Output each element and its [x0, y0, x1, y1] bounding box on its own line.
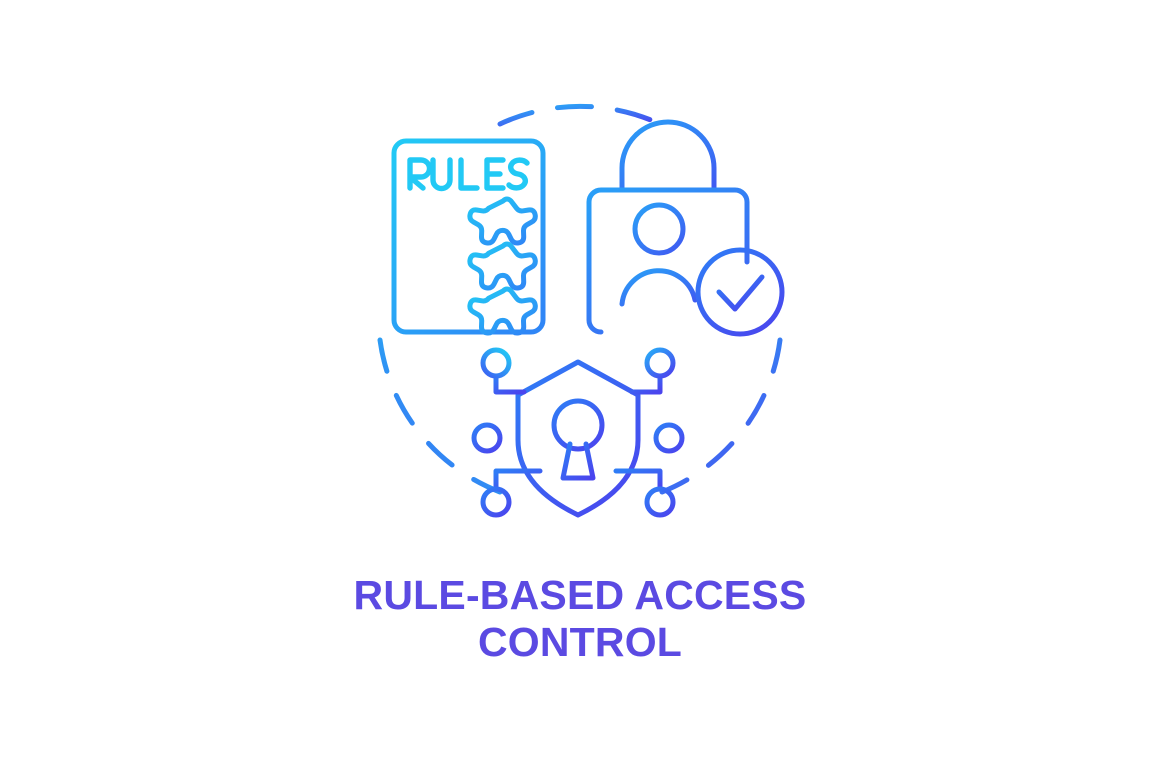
star-2	[467, 241, 538, 291]
node-bottom-left	[480, 486, 512, 518]
user-body-icon	[619, 268, 698, 307]
node-top-right	[644, 347, 676, 379]
shield-outline	[515, 359, 641, 518]
padlock-user	[586, 119, 785, 337]
node-mid-left	[471, 422, 503, 454]
connector-top-right	[629, 373, 663, 395]
illustration-stage	[377, 103, 785, 518]
document-panel	[391, 138, 546, 335]
star-3	[467, 286, 538, 336]
node-bottom-right	[644, 486, 676, 518]
connector-top-left	[493, 373, 527, 395]
rules-document	[391, 138, 546, 336]
connector-bot-left	[493, 468, 543, 492]
check-mark-icon	[716, 274, 765, 312]
keyhole-stem	[560, 441, 596, 481]
user-head-icon	[632, 202, 686, 256]
network-shield	[471, 347, 685, 518]
dashed-circle	[377, 103, 783, 495]
document-list-lines	[409, 202, 474, 302]
check-badge-circle	[695, 247, 785, 337]
connector-bot-right	[613, 468, 663, 492]
document-stars	[467, 196, 538, 336]
keyhole-circle	[551, 398, 605, 452]
node-mid-right	[653, 422, 685, 454]
rules-heading	[407, 157, 530, 192]
concept-title: RULE-BASED ACCESS CONTROL	[353, 572, 807, 665]
padlock-body	[586, 187, 750, 335]
padlock-shackle	[619, 119, 717, 193]
star-1	[467, 196, 538, 246]
node-top-left	[480, 347, 512, 379]
rule-based-access-control-icon	[377, 103, 785, 518]
